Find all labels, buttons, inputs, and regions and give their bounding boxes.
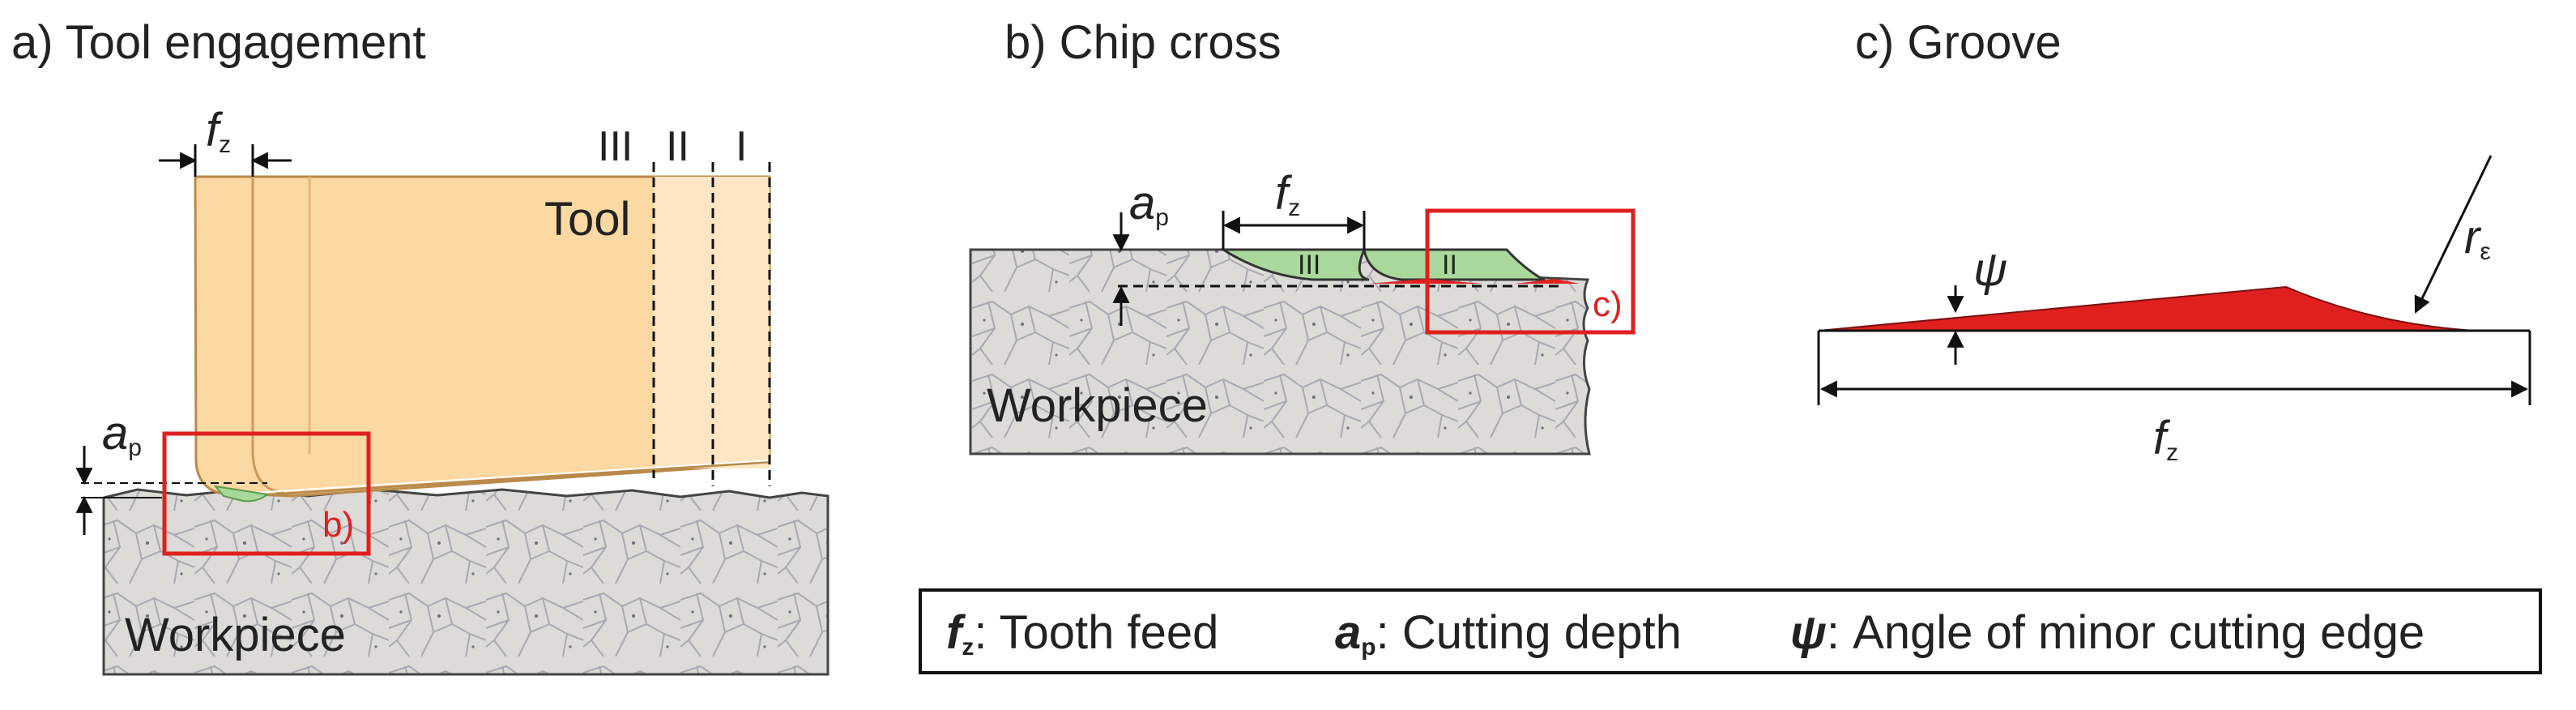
- panel-c-title: c) Groove: [1855, 16, 2062, 69]
- legend-fz-sub: z: [962, 634, 974, 661]
- zone-label-I: I: [736, 123, 747, 170]
- tool-body: [194, 175, 771, 498]
- groove-c: [1818, 285, 2476, 331]
- detail-box-b: [162, 431, 371, 556]
- zone-label-II: II: [666, 123, 689, 170]
- legend: fz: Tooth feed ap: Cutting depth ψ: Angl…: [919, 588, 2542, 674]
- r-eps-arrow: [2414, 155, 2493, 314]
- panel-b: b) Chip cross Workpiece III II fz ap c): [969, 16, 1636, 456]
- detail-box-c: [1425, 208, 1636, 335]
- chip-a: [213, 485, 270, 503]
- chip-b-II-label: II: [1442, 250, 1457, 280]
- workpiece-b-label: Workpiece: [987, 379, 1208, 432]
- tool-line: [247, 460, 770, 498]
- fz-a-label: fz: [206, 104, 231, 158]
- r-eps-label: rε: [2464, 211, 2491, 265]
- chip-b-II: [1363, 248, 1548, 281]
- zone-label-III: III: [598, 123, 633, 170]
- legend-ap-symbol: a: [1335, 606, 1361, 659]
- legend-ap-text: : Cutting depth: [1376, 606, 1682, 659]
- legend-ap-sub: p: [1361, 634, 1375, 661]
- legend-psi-symbol: ψ: [1790, 606, 1827, 659]
- chip-b-III-label: III: [1298, 250, 1320, 280]
- legend-psi-text: : Angle of minor cutting edge: [1827, 606, 2425, 659]
- workpiece-a-label: Workpiece: [125, 609, 346, 661]
- fz-c-label: fz: [2153, 412, 2178, 466]
- legend-text: fz: Tooth feed ap: Cutting depth ψ: Angl…: [946, 606, 2425, 661]
- chip-b-III: [1218, 248, 1370, 281]
- legend-box: [919, 588, 2542, 674]
- tool-label: Tool: [544, 193, 630, 246]
- panel-a: a) Tool engagement Workpiece Tool III II…: [11, 16, 830, 676]
- ap-b-label: ap: [1129, 177, 1169, 231]
- detail-box-c-label: c): [1593, 284, 1623, 324]
- ap-a-label: ap: [102, 407, 142, 461]
- psi-label: ψ: [1973, 243, 2007, 296]
- panel-c: c) Groove fz ψ rε: [1817, 16, 2531, 466]
- tool-line-2: [252, 460, 770, 494]
- fz-b-label: fz: [1275, 167, 1300, 221]
- groove-b-red: [1369, 279, 1580, 284]
- panel-b-title: b) Chip cross: [1004, 16, 1282, 69]
- legend-fz-text: : Tooth feed: [974, 606, 1218, 659]
- panel-a-title: a) Tool engagement: [11, 16, 426, 69]
- detail-box-b-label: b): [322, 505, 354, 545]
